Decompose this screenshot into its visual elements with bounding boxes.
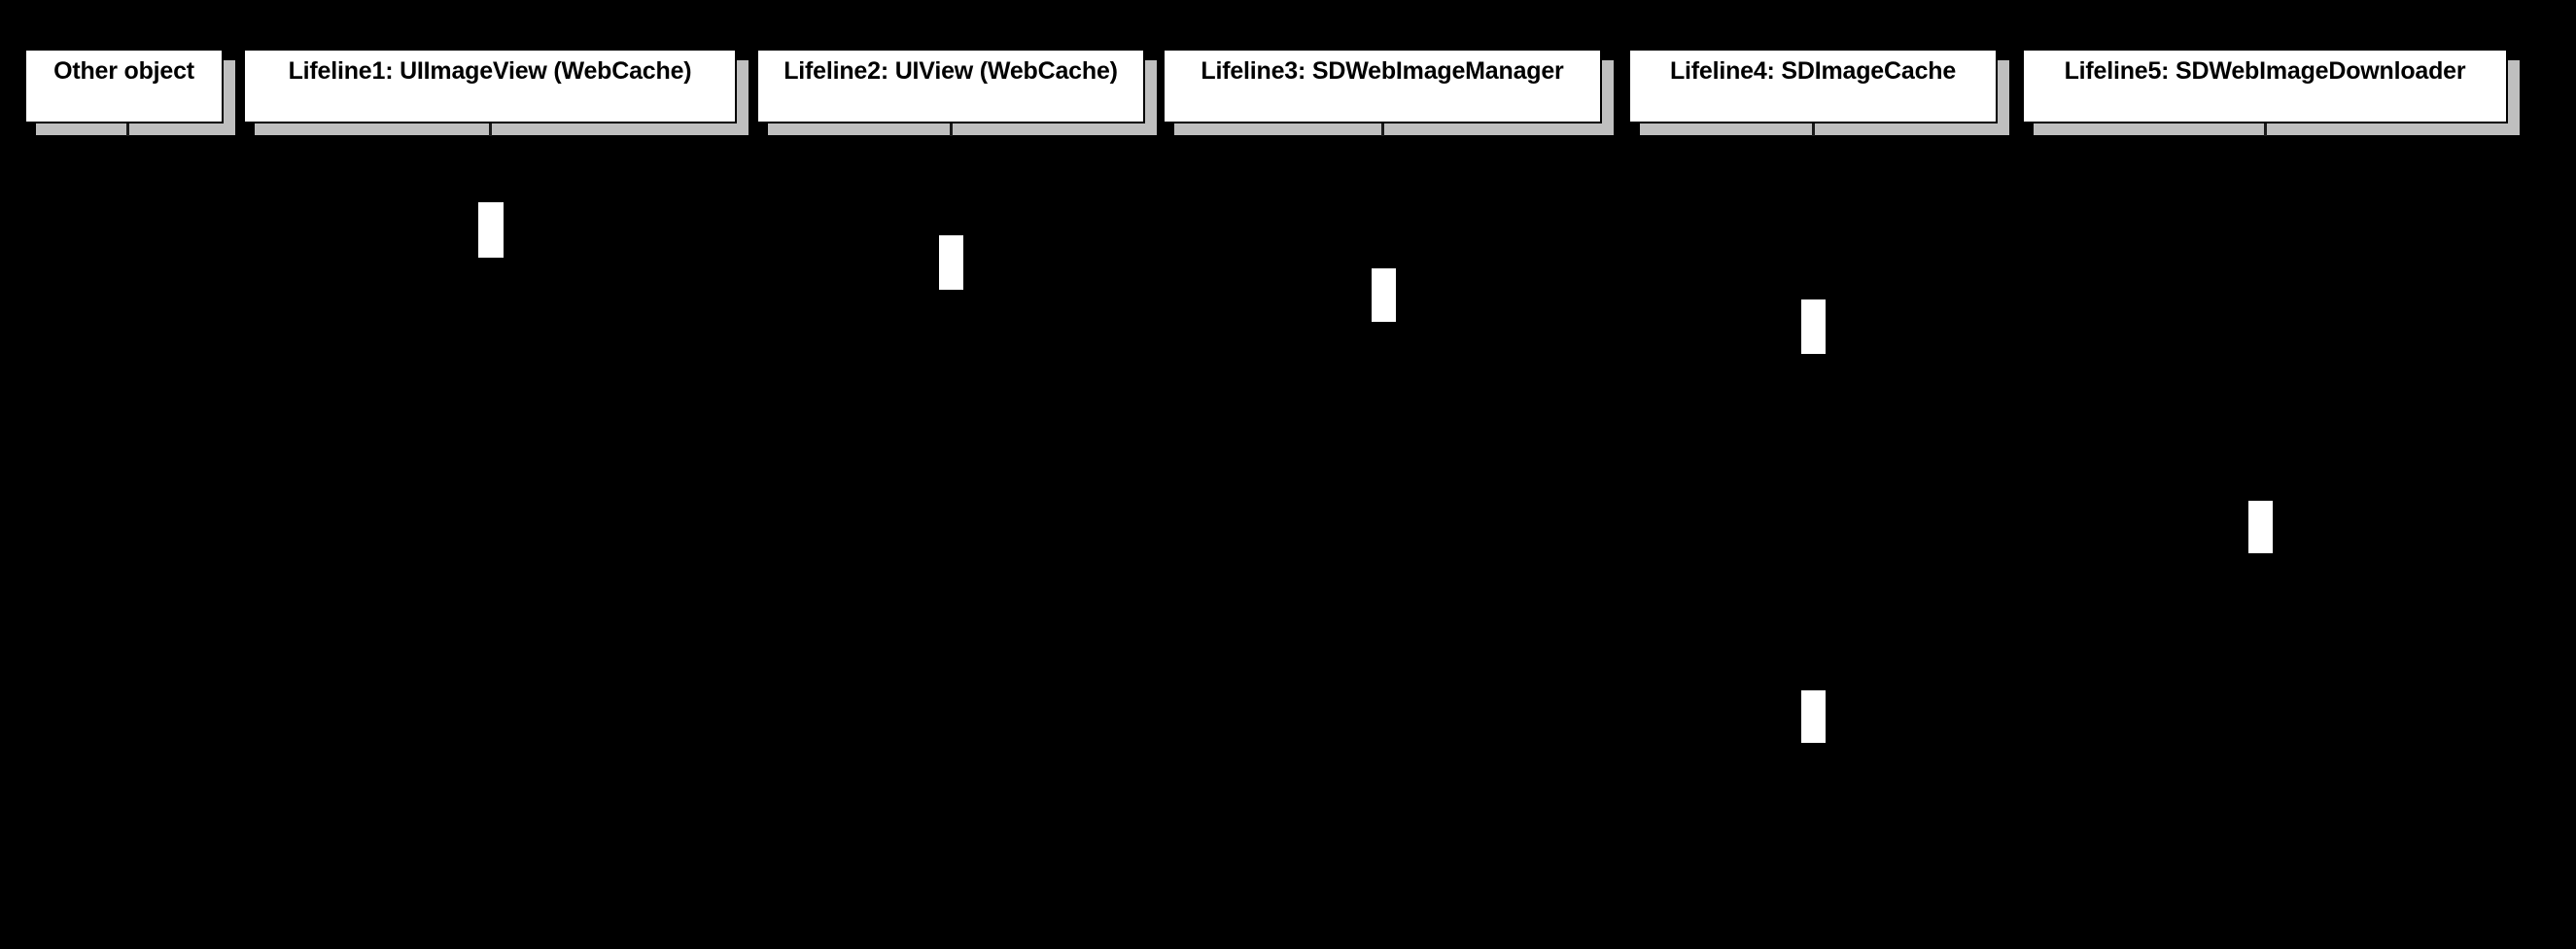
- lifeline-label: Other object: [53, 57, 194, 85]
- lifeline-stem: [2264, 123, 2267, 136]
- activation-bar[interactable]: [478, 202, 504, 258]
- lifeline-vertical-line: [489, 136, 491, 949]
- lifeline-label: Lifeline4: SDImageCache: [1669, 57, 1957, 85]
- lifeline-vertical-line: [126, 136, 128, 949]
- lifeline-stem: [1812, 123, 1815, 136]
- lifeline-header-box[interactable]: Lifeline5: SDWebImageDownloader: [2022, 49, 2508, 123]
- lifeline-label: Lifeline2: UIView (WebCache): [783, 57, 1118, 85]
- activation-bar[interactable]: [1372, 268, 1396, 322]
- lifeline-vertical-line: [1381, 136, 1383, 949]
- activation-bar[interactable]: [1801, 690, 1826, 743]
- lifeline-label: Lifeline5: SDWebImageDownloader: [2064, 57, 2466, 85]
- lifeline-header-box[interactable]: Lifeline3: SDWebImageManager: [1163, 49, 1602, 123]
- lifeline-stem: [950, 123, 953, 136]
- activation-bar[interactable]: [2248, 501, 2273, 553]
- lifeline-stem: [126, 123, 129, 136]
- activation-bar[interactable]: [939, 235, 963, 290]
- lifeline-label: Lifeline3: SDWebImageManager: [1201, 57, 1564, 85]
- lifeline-stem: [489, 123, 492, 136]
- lifeline-label: Lifeline1: UIImageView (WebCache): [288, 57, 692, 85]
- lifeline-header-box[interactable]: Lifeline2: UIView (WebCache): [756, 49, 1145, 123]
- lifeline-stem: [1381, 123, 1384, 136]
- lifeline-header-box[interactable]: Other object: [24, 49, 224, 123]
- activation-bar[interactable]: [1801, 299, 1826, 354]
- lifeline-vertical-line: [1812, 136, 1814, 949]
- lifeline-header-box[interactable]: Lifeline4: SDImageCache: [1628, 49, 1998, 123]
- lifeline-header-box[interactable]: Lifeline1: UIImageView (WebCache): [243, 49, 737, 123]
